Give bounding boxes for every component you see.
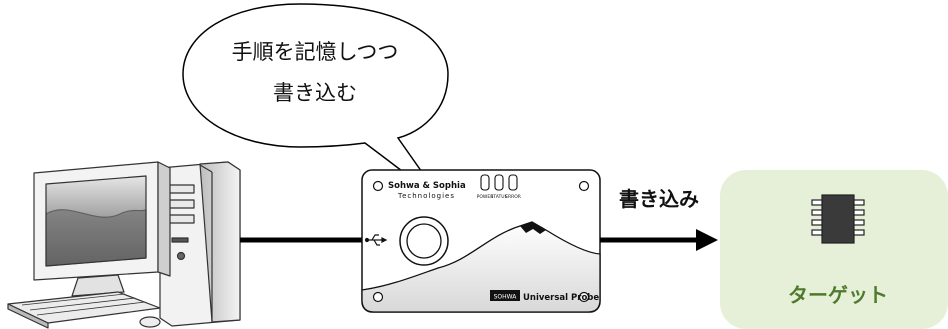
usb-icon	[364, 234, 388, 246]
speech-bubble: 手順を記憶しつつ 書き込む	[182, 3, 449, 203]
speech-bubble-line1: 手順を記憶しつつ	[232, 40, 399, 64]
tower-pc	[159, 161, 241, 327]
write-arrow: 書き込み	[600, 187, 718, 251]
screw-hole-icon	[372, 291, 384, 303]
device-brand: Sohwa & Sophia	[388, 181, 466, 191]
led-group: POWER STATUS ERROR	[477, 174, 521, 200]
screw-hole-icon	[372, 180, 384, 192]
keyboard	[7, 291, 161, 329]
status-led	[494, 174, 504, 191]
universal-probe-device: Sohwa & Sophia Technologies POWER STATUS…	[361, 169, 601, 313]
speech-bubble-shape	[182, 3, 449, 203]
error-led	[508, 174, 518, 191]
arrowhead-icon	[696, 229, 718, 251]
mountain-snowcap	[520, 222, 546, 234]
screw-hole-icon	[578, 180, 590, 192]
computer-icon	[7, 161, 241, 329]
target-box: ターゲット	[720, 170, 948, 329]
target-label: ターゲット	[788, 283, 888, 307]
mountain-graphic	[361, 221, 601, 313]
power-led-label: POWER	[477, 194, 494, 200]
power-led	[480, 174, 490, 191]
write-label: 書き込み	[619, 187, 699, 211]
error-led-label: ERROR	[505, 194, 521, 200]
screw-hole-icon	[578, 291, 590, 303]
mouse	[139, 316, 161, 328]
target-panel	[720, 170, 948, 329]
speech-bubble-line2: 書き込む	[273, 81, 357, 105]
device-brand-sub: Technologies	[397, 192, 455, 200]
device-badge	[490, 290, 520, 301]
status-led-label: STATUS	[491, 194, 508, 200]
ic-chip-icon	[811, 194, 865, 244]
device-button	[406, 223, 442, 259]
device-badge-text: SOHWA	[494, 294, 518, 301]
monitor	[33, 161, 171, 297]
device-product-name: Universal Probe	[523, 293, 599, 303]
